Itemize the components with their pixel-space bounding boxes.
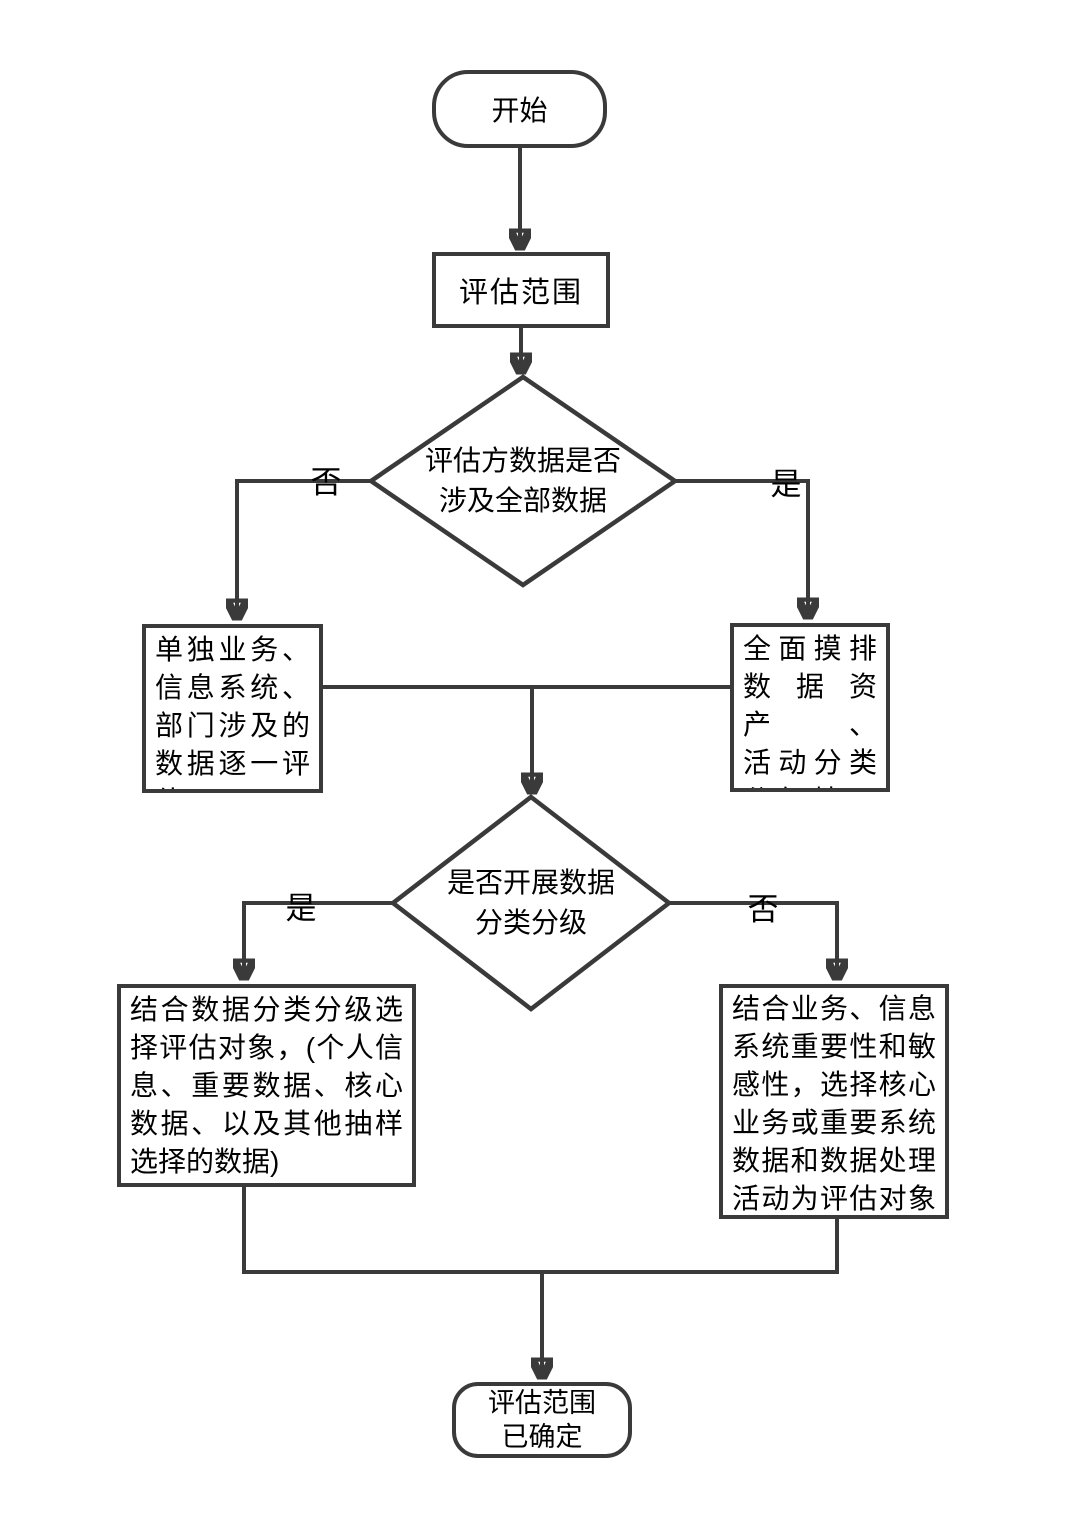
decision1-shape: [367, 374, 679, 588]
decision2-label: 是否开展数据 分类分级: [446, 867, 615, 938]
edge-decision1-yes: [675, 479, 808, 616]
edge-decision2-yes: [244, 901, 393, 977]
single-business-box: 单独业务、信息系统、部门涉及的数据逐一评估: [142, 624, 323, 793]
decision1-label: 评估方数据是否 涉及全部数据: [424, 445, 621, 516]
decision2-yes-label: 是: [285, 890, 317, 926]
decision2-shape: [389, 794, 673, 1012]
without-classification-box: 结合业务、信息系统重要性和敏感性，选择核心业务或重要系统数据和数据处理活动为评估…: [719, 984, 949, 1219]
with-classification-box: 结合数据分类分级选择评估对象，(个人信息、重要数据、核心数据、以及其他抽样选择的…: [117, 984, 416, 1187]
edge-decision1-no: [237, 479, 371, 617]
start-node: 开始: [432, 70, 607, 148]
decision2-no-label: 否: [747, 891, 779, 927]
edge-decision2-no: [669, 901, 837, 977]
decision1-yes-label: 是: [770, 466, 802, 502]
decision1-no-label: 否: [310, 464, 342, 500]
end-node: 评估范围 已确定: [452, 1382, 632, 1458]
scope-node: 评估范围: [432, 252, 610, 328]
